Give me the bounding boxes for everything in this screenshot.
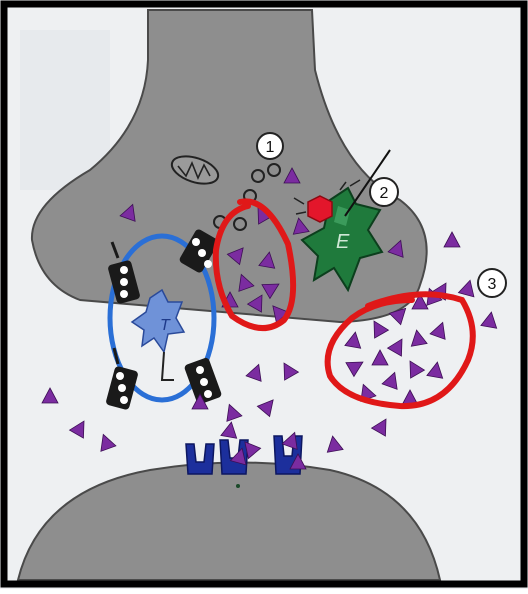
svg-text:2: 2 [380, 185, 389, 202]
membrane-dot [236, 484, 240, 488]
svg-text:1: 1 [266, 139, 275, 156]
marker-3: 3 [478, 269, 506, 297]
marker-1: 1 [257, 133, 283, 159]
enzyme-e-label: E [336, 231, 350, 253]
inhibitor-hexagon [308, 196, 332, 222]
svg-text:3: 3 [488, 276, 497, 293]
enzyme-t-label: T [160, 317, 171, 334]
